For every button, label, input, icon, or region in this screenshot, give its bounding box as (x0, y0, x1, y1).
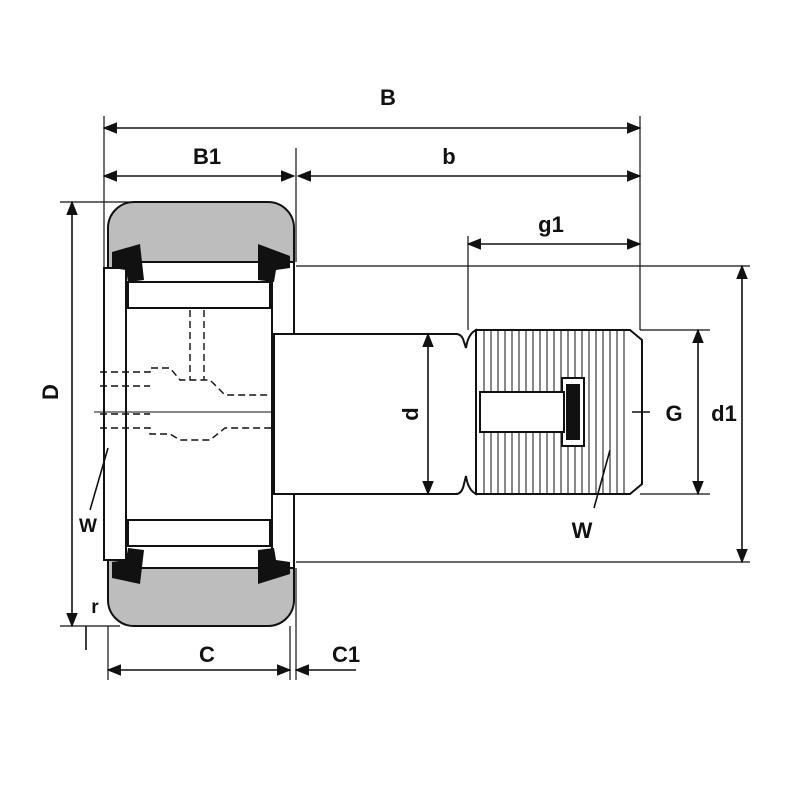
seal-top-right (258, 244, 290, 282)
label-C1: C1 (332, 642, 360, 667)
label-r: r (91, 597, 99, 618)
inner-ring (119, 261, 279, 569)
label-g1: g1 (538, 212, 564, 237)
stud-shank (273, 328, 477, 496)
seal-top-left (112, 244, 144, 282)
label-B1: B1 (193, 144, 221, 169)
label-d: d (398, 407, 423, 420)
label-b: b (442, 144, 455, 169)
dimension-lines (66, 122, 748, 676)
label-B: B (380, 85, 396, 110)
label-G: G (665, 401, 682, 426)
label-W-left: W (79, 516, 97, 537)
label-W-right: W (572, 518, 593, 543)
label-C: C (199, 642, 215, 667)
stud-thread (475, 329, 643, 495)
label-D: D (38, 384, 63, 400)
label-d1: d1 (711, 401, 737, 426)
seal-bottom-left (112, 548, 144, 584)
seal-bottom-right (258, 548, 290, 584)
